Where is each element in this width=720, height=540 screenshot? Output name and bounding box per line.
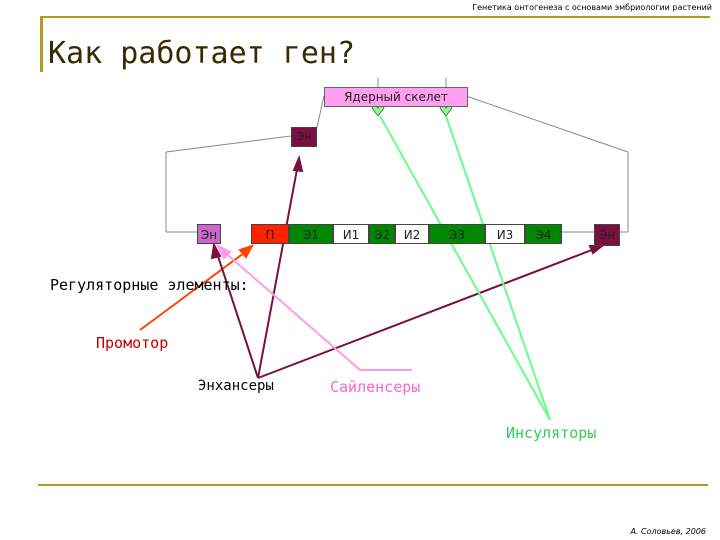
chain-segment: И1 <box>333 224 369 244</box>
title-rule-horizontal <box>40 16 710 18</box>
enhancer-arrows <box>210 154 605 379</box>
chain-segment-label: Э3 <box>448 228 465 242</box>
chain-segment-label: И1 <box>342 228 360 242</box>
insulator-heart-left <box>371 105 385 117</box>
insulator-arrows <box>379 115 551 421</box>
promoter-label: Промотор <box>96 334 169 352</box>
chain-segment: Э2 <box>369 224 395 244</box>
chain-segment: Э4 <box>525 224 562 244</box>
chain-segment: И2 <box>395 224 429 244</box>
chain-segment-label: И2 <box>403 228 421 242</box>
chain-segment-label: Эн <box>200 228 218 242</box>
enhancer-top-box: Эн <box>291 127 317 147</box>
silencer-arrow <box>215 243 412 371</box>
chain-segment-label: Э1 <box>302 228 319 242</box>
page-title: Как работает ген? <box>48 36 356 71</box>
header-note: Генетика онтогенеза с основами эмбриолог… <box>472 3 712 12</box>
gene-chain: Эн П Э1 И1 Э2 И2 Э3 И3 Э4 <box>197 224 562 244</box>
nuclear-skeleton: Ядерный скелет <box>324 87 468 107</box>
promoter-arrow <box>139 244 255 331</box>
chain-segment: Э3 <box>429 224 485 244</box>
title-rule-vertical <box>40 16 43 72</box>
chain-segment-label: И3 <box>496 228 514 242</box>
regulatory-elements-label: Регуляторные элементы: <box>50 276 249 294</box>
chain-segment: И3 <box>485 224 525 244</box>
chain-segment-label: Э2 <box>373 228 390 242</box>
chromatin-loop <box>165 78 629 233</box>
chain-segment: Э1 <box>289 224 333 244</box>
silencers-label: Сайленсеры <box>330 378 421 396</box>
insulators-label: Инсуляторы <box>506 424 597 442</box>
chain-segment: Эн <box>197 224 221 244</box>
bottom-rule <box>38 484 708 486</box>
chain-segment: П <box>251 224 289 244</box>
author-credit: А. Соловьев, 2006 <box>630 527 706 536</box>
chain-segment-label: П <box>265 228 275 242</box>
enhancers-label: Энхансеры <box>198 378 274 394</box>
insulator-heart-right <box>439 105 453 117</box>
chain-segment-label: Э4 <box>535 228 552 242</box>
enhancer-right-box: Эн <box>594 224 620 246</box>
